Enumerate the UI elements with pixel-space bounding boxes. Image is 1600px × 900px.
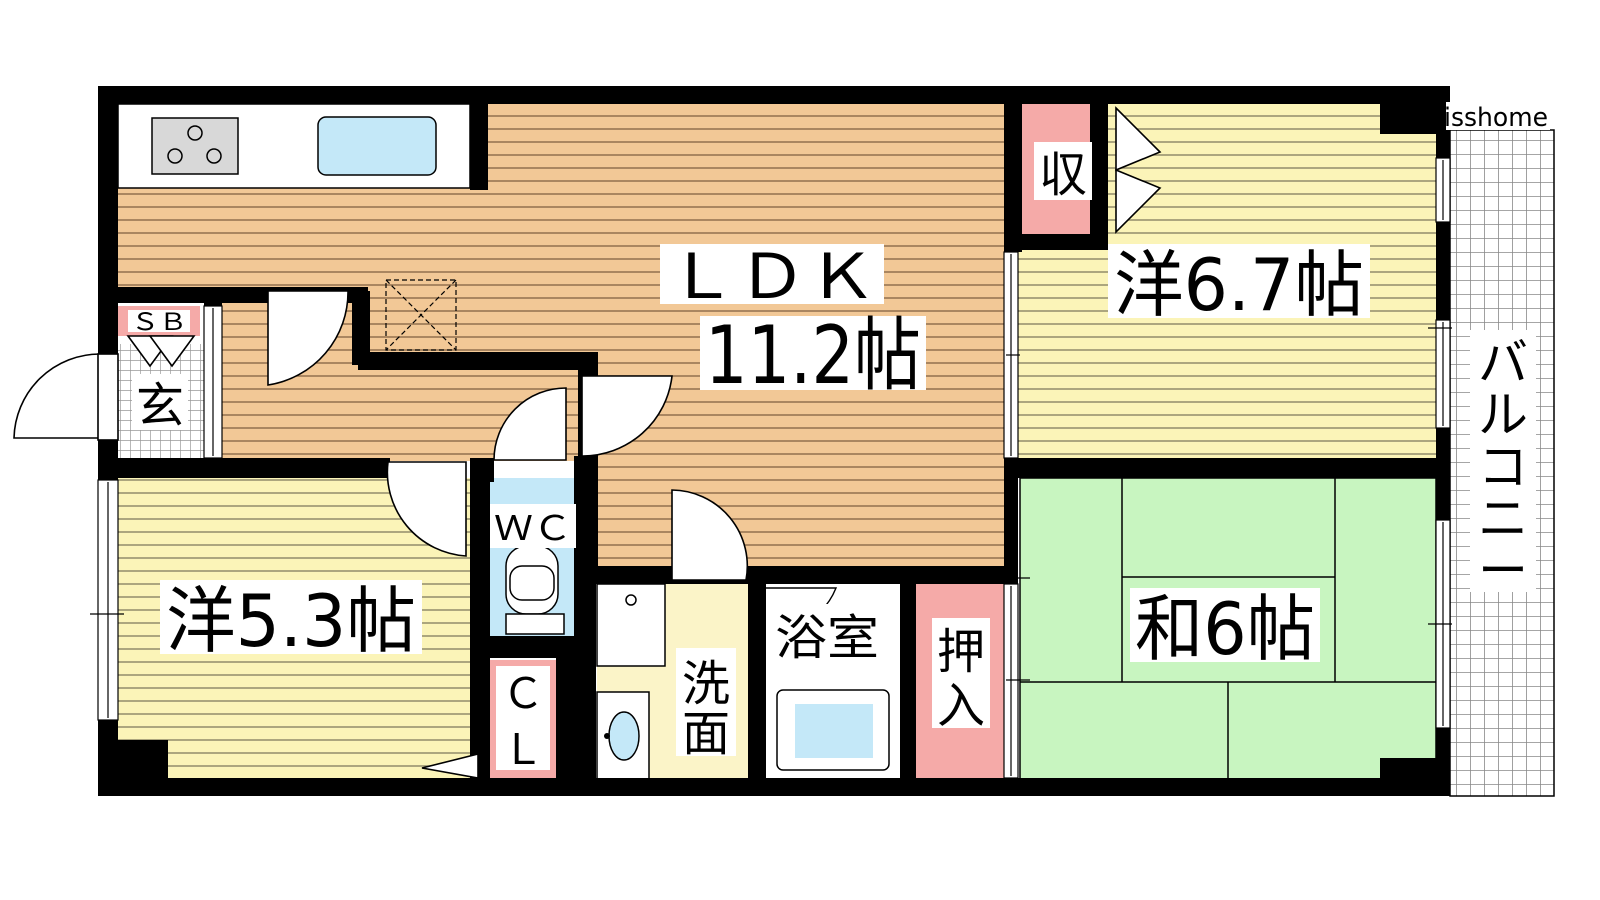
svg-text:ル: ル (1478, 386, 1528, 444)
doors[interactable] (13, 106, 1162, 779)
tatami-room-label: 和6帖 (1135, 587, 1315, 671)
storage-label: 収 (1039, 147, 1087, 203)
oshiire-label-1: 押 (937, 624, 985, 680)
ldk-label: ＬＤＫ (667, 240, 877, 313)
svg-text:ー: ー (1478, 542, 1528, 600)
closet-label-c: Ｃ (502, 669, 544, 718)
western-room-5-3-label: 洋5.3帖 (166, 579, 416, 663)
svg-text:コ: コ (1478, 438, 1528, 496)
closet-label-l: Ｌ (502, 725, 544, 774)
washing-machine-icon[interactable] (596, 583, 666, 667)
western-room-6-7-label: 洋6.7帖 (1114, 243, 1364, 327)
svg-text:バ: バ (1478, 334, 1528, 392)
oshiire-label-2: 入 (937, 678, 985, 734)
ceiling-hatch-icon (385, 279, 457, 351)
toilet-label: ＷＣ (494, 509, 572, 549)
ldk-size-label: 11.2帖 (705, 309, 921, 402)
balcony-label: バ ル コ ニ ー (1478, 334, 1528, 600)
entrance-label: 玄 (136, 378, 184, 434)
svg-text:ニ: ニ (1478, 490, 1528, 548)
washroom-label-1: 洗 (682, 656, 730, 712)
toilet-icon[interactable] (505, 545, 565, 635)
kitchen-sink-icon[interactable] (317, 116, 437, 176)
washroom-label-2: 面 (682, 706, 730, 762)
bathroom-label: 浴室 (775, 610, 879, 666)
shoe-box-label: ＳＢ (131, 308, 187, 336)
wash-basin-icon[interactable] (596, 691, 650, 781)
stove-icon[interactable] (151, 117, 239, 175)
watermark: isshome (1444, 103, 1548, 133)
